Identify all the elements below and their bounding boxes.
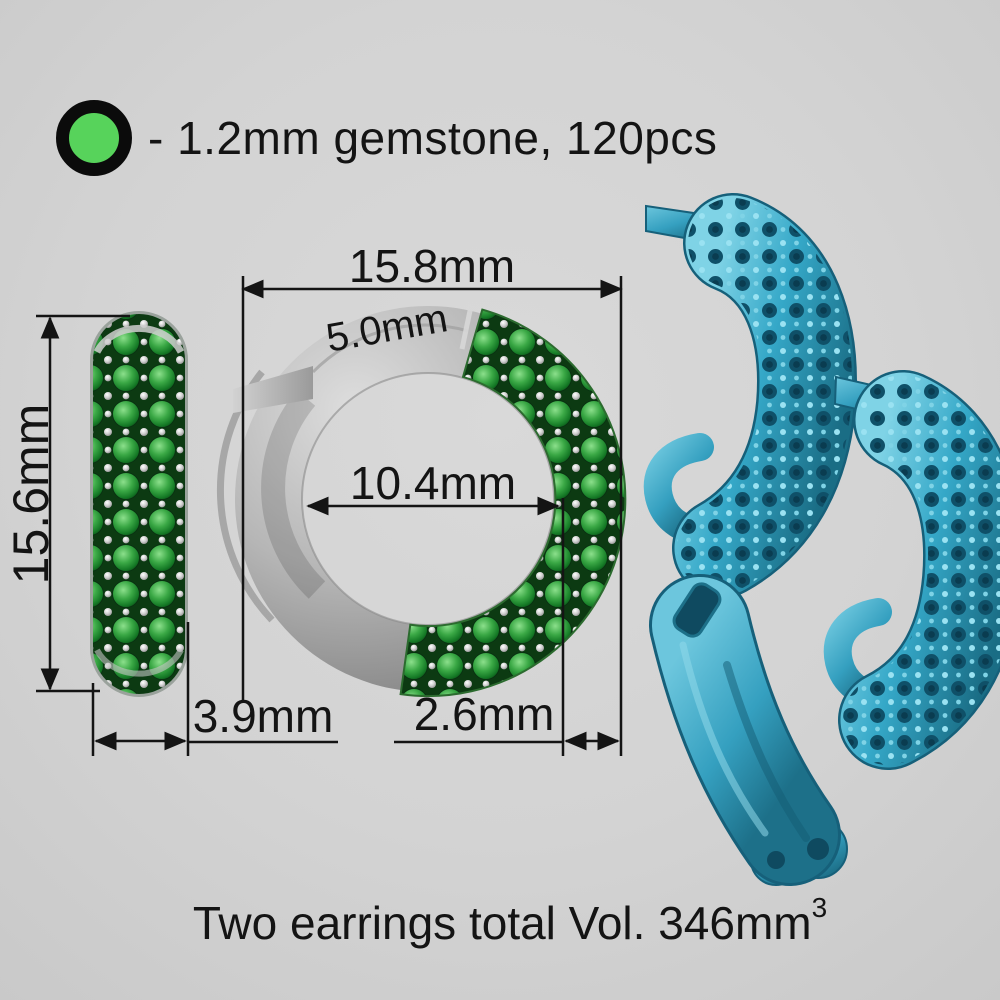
clasp-model	[649, 574, 848, 886]
gemstone-legend: - 1.2mm gemstone, 120pcs	[56, 100, 717, 176]
gemstone-legend-label: - 1.2mm gemstone, 120pcs	[148, 112, 718, 164]
hoop-hinge-tab	[233, 366, 313, 413]
hoop-inner-shading	[261, 390, 326, 599]
volume-caption-exponent: 3	[811, 892, 828, 923]
earring-model-right	[823, 370, 1000, 770]
hoop-clasp-step	[459, 305, 474, 350]
volume-caption: Two earrings total Vol. 346mm3	[193, 892, 827, 950]
hoop-clasp-wire-edge	[311, 323, 469, 374]
clasp-slot	[672, 582, 722, 638]
side-view-metal-rim	[93, 324, 185, 354]
clasp-body	[652, 577, 838, 883]
clasp-highlight	[679, 641, 769, 837]
clasp-hole-small	[767, 851, 785, 869]
earring-model-right-pave-texture	[843, 375, 1000, 765]
volume-caption-text: Two earrings total Vol. 346mm	[192, 897, 812, 949]
side-view-render	[90, 311, 188, 697]
dimension-annotations	[36, 276, 623, 756]
clasp-hole-large	[807, 838, 829, 860]
dimension-label-inner-diameter: 10.4mm	[349, 457, 517, 509]
dimension-label-overall-height: 15.6mm	[3, 403, 59, 585]
front-view-render	[216, 305, 627, 698]
clasp-ridge	[723, 661, 810, 842]
side-view-metal-rim-bottom	[94, 648, 184, 677]
earring-model-top-pave-texture	[677, 198, 852, 593]
dimension-label-outer-width: 15.8mm	[348, 240, 516, 292]
hoop-gem-band	[399, 308, 627, 698]
side-view-pave	[93, 314, 185, 694]
earring-model-top	[643, 193, 857, 598]
gemstone-swatch-icon	[56, 100, 132, 176]
dimension-label-band-depth: 2.6mm	[413, 688, 555, 740]
dimension-label-side-thickness: 3.9mm	[192, 690, 334, 742]
